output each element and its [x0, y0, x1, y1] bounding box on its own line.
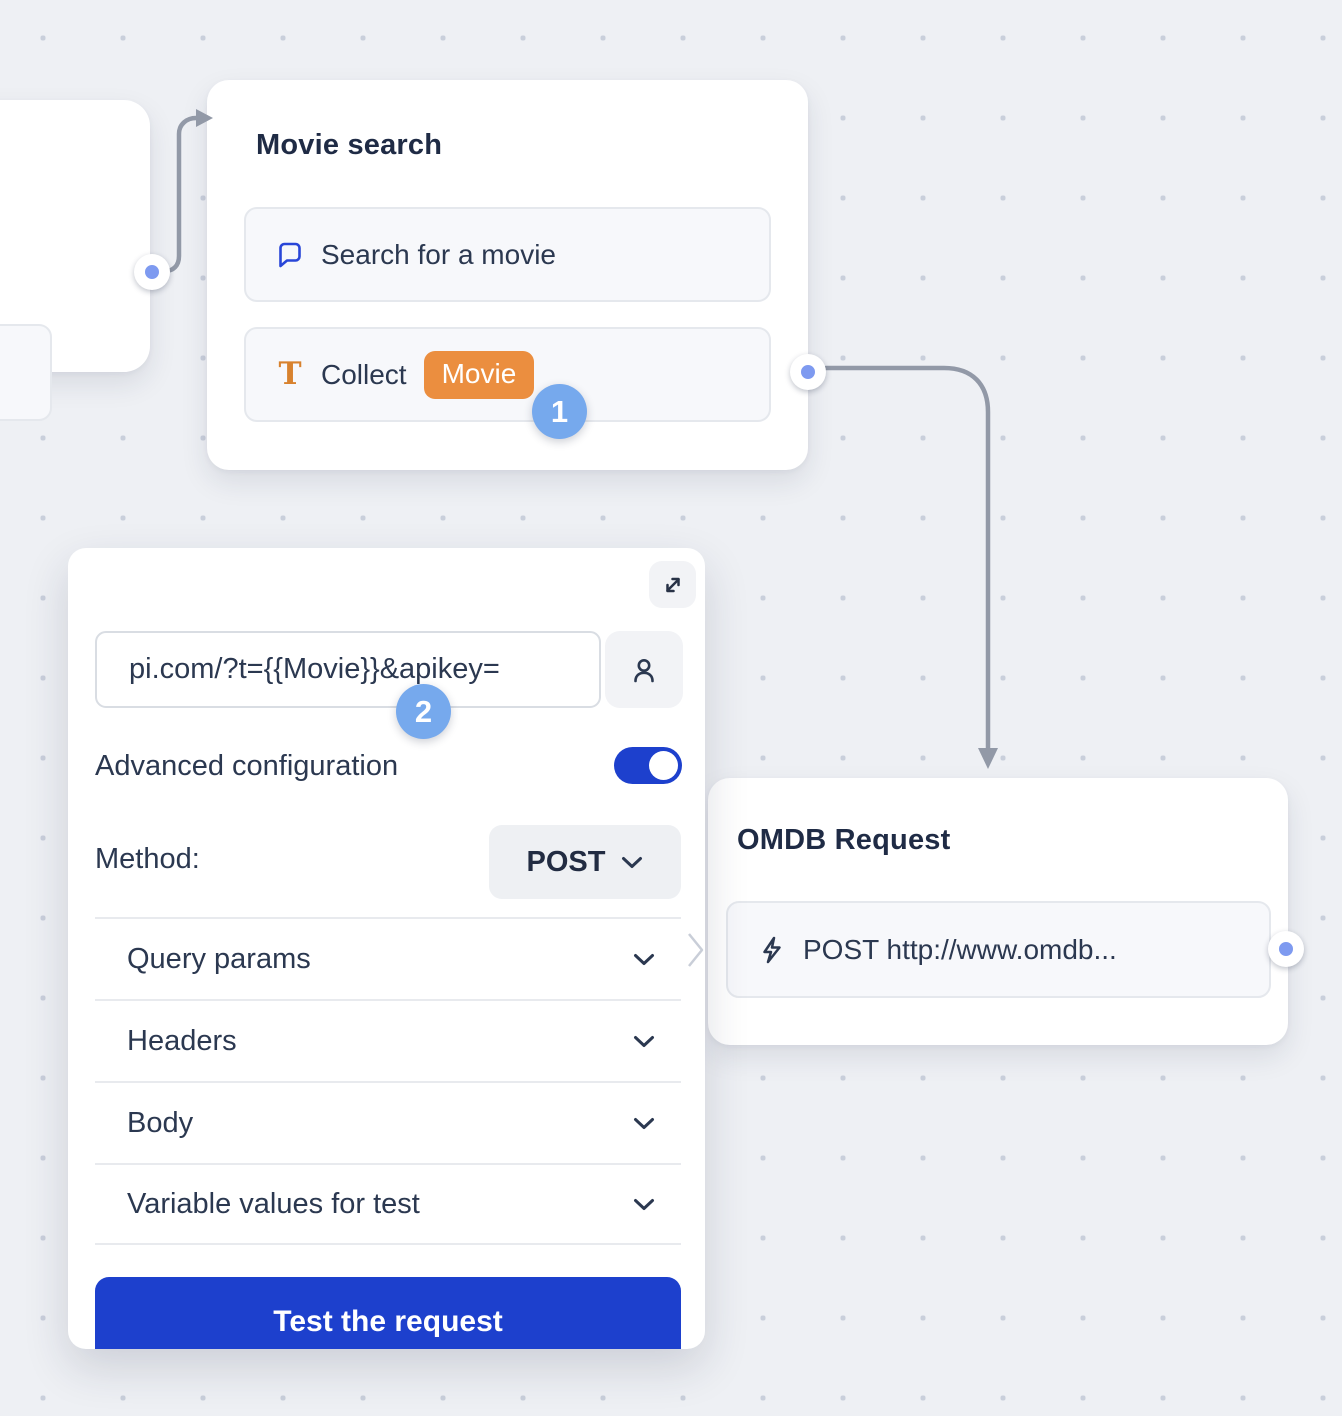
step-badge-2: 2: [396, 684, 451, 739]
node-row-label: POST http://www.omdb...: [803, 933, 1117, 965]
node-row-webhook[interactable]: POST http://www.omdb...: [726, 901, 1271, 998]
node-card-partial[interactable]: [0, 100, 150, 421]
section-label: Headers: [127, 1024, 237, 1057]
node-row-send-message[interactable]: Search for a movie: [244, 207, 771, 302]
chat-bubble-icon: [276, 241, 304, 269]
advanced-configuration-label: Advanced configuration: [95, 750, 399, 782]
node-row-label: Collect: [321, 358, 407, 390]
connector-left-to-movie: [162, 115, 199, 274]
input-arrow-notch: [688, 933, 704, 967]
section-body[interactable]: Body: [95, 1081, 681, 1163]
node-row-label: Search for a movie: [321, 238, 556, 270]
section-query-params[interactable]: Query params: [95, 917, 681, 999]
node-row-partial[interactable]: [0, 324, 52, 421]
person-variable-button[interactable]: [605, 631, 683, 708]
webhook-url-input[interactable]: [95, 631, 601, 708]
chevron-down-icon: [634, 1198, 654, 1210]
expand-diagonal-icon: [665, 577, 680, 592]
chevron-down-icon: [634, 1117, 654, 1129]
node-title: OMDB Request: [737, 824, 951, 856]
method-select[interactable]: POST: [489, 825, 681, 899]
connector-movie-to-omdb: [823, 365, 991, 751]
node-card-omdb-request[interactable]: OMDB Request POST http://www.omdb...: [708, 778, 1288, 1045]
lightning-icon: [758, 936, 786, 964]
chevron-down-icon: [634, 953, 654, 965]
node-title: Movie search: [256, 129, 443, 161]
expand-panel-button[interactable]: [649, 561, 696, 608]
node-row-collect[interactable]: T Collect Movie: [244, 327, 771, 422]
section-label: Variable values for test: [127, 1187, 420, 1220]
output-port[interactable]: [134, 254, 170, 290]
step-badge-1: 1: [532, 384, 587, 439]
text-input-icon: T: [278, 356, 302, 392]
webhook-editor-panel: Advanced configuration Method: POST Quer…: [68, 548, 705, 1349]
chevron-down-icon: [622, 856, 643, 868]
arrowhead-down: [978, 748, 998, 769]
section-label: Body: [127, 1106, 194, 1139]
variable-chip[interactable]: Movie: [423, 350, 535, 399]
section-label: Query params: [127, 942, 311, 975]
person-icon: [634, 658, 654, 682]
toggle-knob: [649, 751, 678, 780]
chevron-down-icon: [634, 1035, 654, 1047]
output-port[interactable]: [1268, 931, 1304, 967]
node-card-movie-search[interactable]: Movie search Search for a movie T Collec…: [207, 80, 808, 470]
section-variable-values[interactable]: Variable values for test: [95, 1163, 681, 1245]
method-value: POST: [526, 845, 606, 878]
test-request-button[interactable]: Test the request: [95, 1277, 681, 1349]
output-port[interactable]: [790, 354, 826, 390]
section-headers[interactable]: Headers: [95, 999, 681, 1081]
method-label: Method:: [95, 843, 200, 875]
collapsible-sections: Query params Headers Body Variable value…: [95, 917, 681, 1245]
advanced-config-toggle[interactable]: [614, 747, 682, 784]
